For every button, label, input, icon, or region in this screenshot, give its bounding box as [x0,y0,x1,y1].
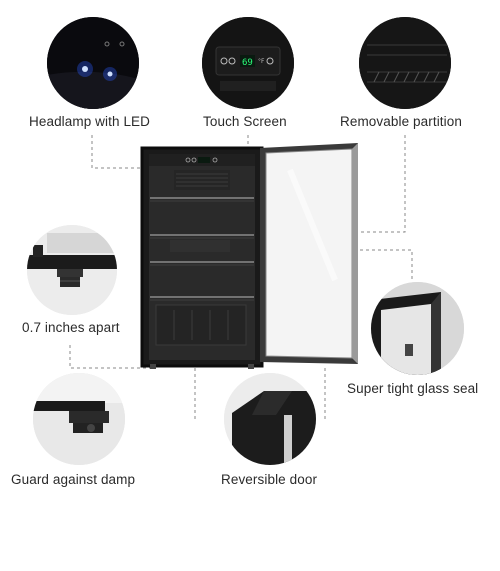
spacing-label: 0.7 inches apart [22,320,120,335]
touch-screen-photo: 69 °F [202,17,294,109]
svg-text:°F: °F [258,58,265,65]
headlamp-label: Headlamp with LED [29,114,151,129]
shelf-rack-icon [359,17,451,109]
glass-seal-label: Super tight glass seal [347,381,479,396]
reversible-door-photo [224,373,316,465]
door-hinge-icon [224,373,316,465]
reversible-door-label: Reversible door [221,472,318,487]
partition-photo [359,17,451,109]
led-lamp-icon [47,17,139,109]
svg-text:69: 69 [242,58,253,68]
touch-panel-icon: 69 °F [202,17,294,109]
hinge-foot-icon [27,225,117,315]
beverage-fridge [140,143,358,369]
spacing-photo [27,225,117,315]
headlamp-photo [47,17,139,109]
touch-screen-label: Touch Screen [203,114,287,129]
partition-label: Removable partition [340,114,462,129]
damp-guard-icon [33,373,125,465]
door-seal-icon [371,282,464,375]
damp-guard-label: Guard against damp [11,472,136,487]
glass-seal-photo [371,282,464,375]
damp-guard-photo [33,373,125,465]
